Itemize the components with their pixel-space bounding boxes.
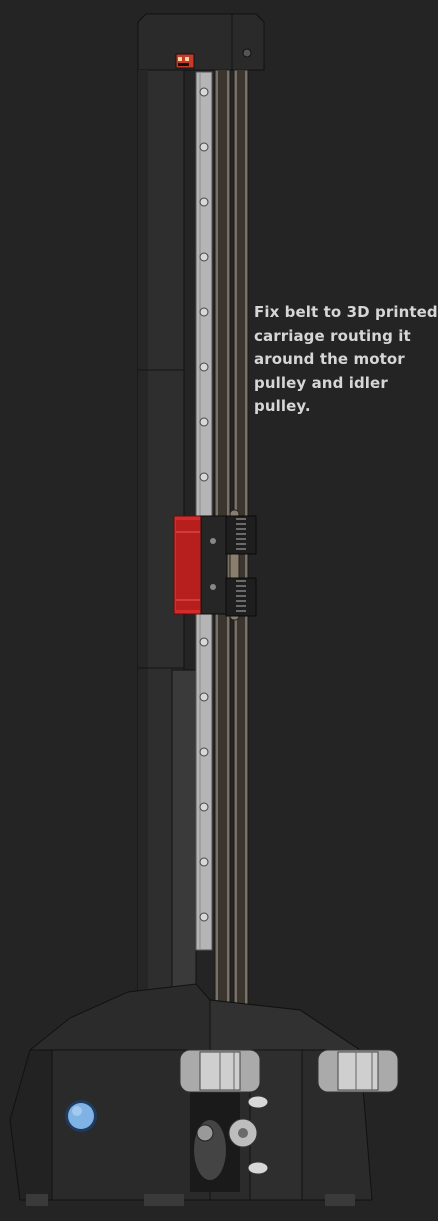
- belt-tooth: [236, 610, 246, 612]
- rail-hole: [199, 87, 209, 97]
- rail-hole: [199, 197, 209, 207]
- rail-hole: [199, 747, 209, 757]
- rail-hole: [199, 912, 209, 922]
- belt-tooth: [236, 548, 246, 550]
- belt-tooth: [236, 605, 246, 607]
- annotation-line: Fix belt to 3D printed: [254, 303, 438, 321]
- rail-hole: [199, 472, 209, 482]
- belt-tooth: [236, 518, 246, 520]
- annotation-line: pulley.: [254, 397, 311, 415]
- cad-viewport[interactable]: [0, 0, 422, 1221]
- belt-tooth: [236, 580, 246, 582]
- idler-pulley: [196, 1095, 269, 1175]
- belt-tooth: [236, 533, 246, 535]
- knob-icon[interactable]: [65, 1100, 97, 1132]
- pulley-left: [179, 1049, 261, 1093]
- belt-tooth: [236, 538, 246, 540]
- belt-tooth: [236, 600, 246, 602]
- rail-hole: [199, 417, 209, 427]
- annotation-line: carriage routing it: [254, 326, 411, 345]
- rail-hole: [199, 637, 209, 647]
- belt-tooth: [236, 543, 246, 545]
- rail-hole: [199, 142, 209, 152]
- rail-hole: [199, 802, 209, 812]
- belt-tooth: [236, 595, 246, 597]
- annotation-line: pulley and idler: [254, 373, 388, 392]
- annotation-line: around the motor: [254, 350, 405, 368]
- belt-tooth: [236, 528, 246, 530]
- rail-hole: [199, 252, 209, 262]
- belt: [214, 69, 249, 1201]
- rail-hole: [199, 307, 209, 317]
- belt-tooth: [236, 523, 246, 525]
- pulley-right: [317, 1049, 399, 1093]
- linear-rail: [195, 71, 213, 951]
- carriage[interactable]: [173, 509, 257, 621]
- annotation-text: Fix belt to 3D printed carriage routing …: [254, 301, 438, 419]
- belt-tooth: [236, 585, 246, 587]
- rail-hole: [199, 692, 209, 702]
- endstop-switch-icon: [175, 53, 195, 69]
- belt-tooth: [236, 590, 246, 592]
- rail-hole: [199, 857, 209, 867]
- rail-hole: [199, 362, 209, 372]
- base: [9, 983, 373, 1206]
